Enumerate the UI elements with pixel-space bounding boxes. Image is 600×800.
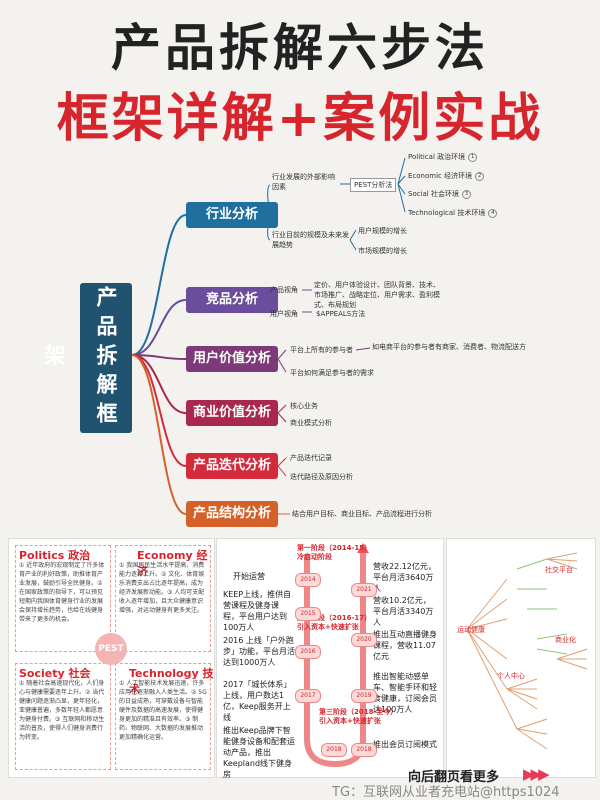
- product-structure-mindmap-panel: 社交平台 运动健康 商业化 个人中心: [446, 538, 596, 778]
- business-core: 核心业务: [290, 402, 318, 410]
- mindmap-drawing: [466, 552, 588, 750]
- circle-badge: 4: [488, 208, 498, 218]
- keep-timeline-panel: 第一阶段（2014-15） 冷启动阶段 第二阶段（2016-17） 引入资本+快…: [216, 538, 444, 779]
- timeline-event-2: 2016 上线「户外跑步」功能，平台月活达到1000万人: [223, 636, 295, 667]
- year-badge: 2017: [295, 689, 321, 703]
- year-badge: 2020: [351, 633, 377, 647]
- year-badge: 2015: [295, 607, 321, 621]
- user-scale-growth: 用户规模的增长: [358, 227, 407, 235]
- competitor-user-detail: $APPEALS方法: [316, 310, 366, 318]
- timeline-event-3: 2017「城长体系」上线，用户数达1亿，Keep服务开上线: [223, 680, 292, 722]
- iteration-path: 迭代路径及原因分析: [290, 473, 353, 481]
- timeline-event-4: 推出Keep品牌下智能健身设备和配套运动产品，推出Keepland线下健身房: [223, 726, 295, 779]
- mindmap-social-label: 社交平台: [545, 566, 573, 574]
- timeline-event-1: KEEP上线，推供自营课程及健身课程，平台用户达到100万人: [223, 590, 292, 632]
- mindmap-personal-label: 个人中心: [497, 672, 525, 680]
- stage2-sub: 引入资本+快速扩张: [297, 623, 359, 631]
- timeline-result-4: 推出智能动感单车、智能手环和轻食健康，订阅会员达100万人: [373, 672, 437, 714]
- footer-next-page[interactable]: 向后翻页看更多: [408, 770, 500, 785]
- economy-box: [115, 545, 211, 652]
- category-user-value: 用户价值分析: [186, 346, 278, 372]
- stage1-sub: 冷启动阶段: [297, 553, 332, 561]
- timeline-result-1: 营收22.12亿元，平台月活3640万人: [373, 562, 436, 593]
- category-structure: 产品结构分析: [186, 501, 278, 527]
- timeline-start: 开始运营: [233, 572, 265, 581]
- stage2-label: 第二阶段（2016-17）: [297, 614, 372, 622]
- stage3-sub: 引入资本+快速扩张: [319, 717, 381, 725]
- politics-heading: Politics 政治: [19, 549, 91, 562]
- politics-text: ① 近年政府的宏观制定了许多体育产业的利好政策，助推体育产业发展，鼓励引导全民健…: [19, 562, 105, 623]
- economy-text: ① 我国居民生活水平提高，消费能力逐年上升。② 文化、体育娱乐消费支出占比逐年提…: [119, 562, 205, 614]
- politics-box: [15, 545, 111, 652]
- watermark: TG：互联网从业者充电站@https1024: [332, 785, 560, 800]
- root-node: 产品拆解框架: [42, 283, 132, 433]
- technology-text: ① 人工智能技术发展迅速，许多应用已逐渐融入人类生活。② 5G的日益成熟，可穿戴…: [119, 680, 207, 741]
- year-badge: 2018: [321, 743, 347, 757]
- industry-scale-trend: 行业目前的规模及未来发展趋势: [272, 231, 349, 249]
- competitor-product-detail: 定价、用户体验设计、团队背景、技术、市场推广、战略定位、用户需求、盈利模式、布局…: [314, 281, 440, 309]
- page-title-line1: 产品拆解六步法: [111, 19, 489, 77]
- uservalue-needs: 平台如何满足参与者的需求: [290, 369, 374, 377]
- society-text: ① 随着社会高速现代化，人们身心与健康需要逐年上升。② 当代健康问题逐渐凸显，更…: [19, 680, 105, 741]
- pest-panel: Politics 政治 ① 近年政府的宏观制定了许多体育产业的利好政策，助推体育…: [8, 538, 215, 778]
- timeline-result-2: 营收10.2亿元，平台月活3340万人: [373, 596, 434, 627]
- competitor-user-view: 用户视角: [270, 310, 298, 318]
- year-badge: 2021: [351, 583, 377, 597]
- category-competitor: 竞品分析: [186, 287, 278, 313]
- circle-badge: 2: [475, 171, 485, 181]
- stage1-label: 第一阶段（2014-15）: [297, 544, 372, 552]
- year-badge: 2016: [295, 645, 321, 659]
- technology-heading: Technology 技术: [129, 667, 214, 696]
- pest-center: PEST: [95, 633, 127, 665]
- year-badge: 2014: [295, 573, 321, 587]
- timeline-result-5: 推出会员订阅模式: [373, 740, 437, 749]
- year-badge: 2019: [351, 689, 377, 703]
- business-model: 商业模式分析: [290, 419, 332, 427]
- economy-heading: Economy 经济: [137, 549, 208, 578]
- pest-method: PEST分析法: [350, 178, 397, 192]
- competitor-product-view: 产品视角: [270, 286, 298, 294]
- mindmap-connectors: [131, 157, 406, 515]
- year-badge: 2018: [351, 743, 377, 757]
- uservalue-participants-detail: 如电商平台的参与者有商家、消费者、物流配送方: [372, 343, 526, 351]
- structure-analysis: 结合用户目标、商业目标、产品流程进行分析: [292, 510, 432, 518]
- society-box: [15, 663, 111, 770]
- uservalue-participants: 平台上所有的参与者: [290, 346, 353, 354]
- market-scale-growth: 市场规模的增长: [358, 247, 407, 255]
- industry-external-factors: 行业发展的外部影响因素: [272, 173, 335, 191]
- category-iteration: 产品迭代分析: [186, 453, 278, 479]
- stage3-label: 第三阶段（2018-至今）: [319, 708, 398, 716]
- triple-arrow-icon: ▶▶▶: [523, 765, 550, 783]
- technology-box: [115, 663, 211, 770]
- iteration-record: 产品迭代记录: [290, 454, 332, 462]
- category-business-value: 商业价值分析: [186, 400, 278, 426]
- society-heading: Society 社会: [19, 667, 91, 680]
- category-industry: 行业分析: [186, 202, 278, 228]
- mindmap-health-label: 运动健康: [457, 626, 485, 634]
- mindmap-commerce-label: 商业化: [555, 636, 576, 644]
- circle-badge: 3: [461, 189, 471, 199]
- page-title-line2: 框架详解+案例实战: [56, 89, 544, 149]
- circle-badge: 1: [468, 152, 478, 162]
- timeline-result-3: 推出互动直播健身课程，营收11.07亿元: [373, 630, 437, 661]
